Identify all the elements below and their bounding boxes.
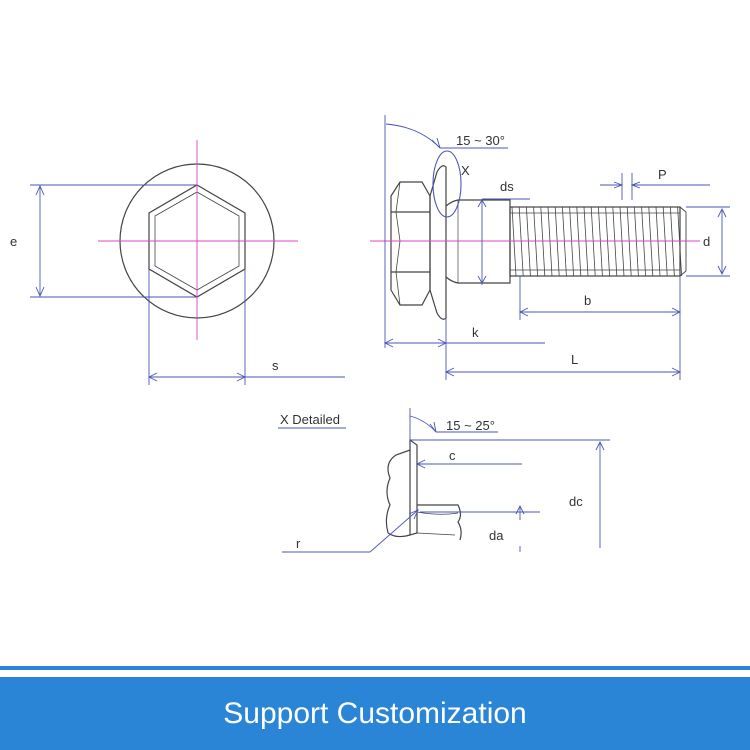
label-ds: ds xyxy=(500,179,514,194)
top-view-centerlines xyxy=(98,140,298,340)
label-da: da xyxy=(489,528,504,543)
top-view-dimensions xyxy=(30,184,345,385)
label-p: P xyxy=(658,167,667,182)
detail-x-dimensions xyxy=(278,408,610,553)
detail-x-marker xyxy=(432,150,462,218)
thread-line xyxy=(554,206,560,277)
thread-line xyxy=(576,206,582,277)
label-d: d xyxy=(703,234,710,249)
thread-line xyxy=(655,206,661,277)
support-banner: Support Customization xyxy=(0,677,750,750)
thread-line xyxy=(605,206,610,277)
label-angle-head: 15 ~ 30° xyxy=(456,133,505,148)
label-x-detailed: X Detailed xyxy=(280,412,340,427)
thread-line xyxy=(634,206,639,277)
shank-side xyxy=(445,199,511,284)
thread-line xyxy=(590,206,596,277)
thread-line xyxy=(526,206,531,277)
thread-line xyxy=(677,206,682,277)
thread-lines xyxy=(511,206,682,277)
hex-head-side xyxy=(390,181,431,306)
thread-line xyxy=(641,206,646,277)
thread-line xyxy=(662,206,668,277)
thread-line xyxy=(670,206,675,277)
thread-line xyxy=(562,206,567,277)
thread-line xyxy=(648,206,654,277)
label-b: b xyxy=(584,293,591,308)
label-dc: dc xyxy=(569,494,583,509)
thread-line xyxy=(569,206,574,277)
label-r: r xyxy=(296,536,301,551)
label-k: k xyxy=(472,325,479,340)
thread-line xyxy=(511,206,517,277)
thread-line xyxy=(626,206,632,277)
thread-line xyxy=(518,206,524,277)
flange-side xyxy=(429,165,447,320)
thread-line xyxy=(612,206,618,277)
thread-line xyxy=(583,206,589,277)
label-e: e xyxy=(10,234,17,249)
side-view xyxy=(390,165,687,320)
label-l: L xyxy=(571,352,578,367)
detail-x-view xyxy=(385,438,462,541)
thread-line xyxy=(533,206,538,277)
label-angle-detail: 15 ~ 25° xyxy=(446,418,495,433)
flange-bolt-technical-drawing: e s 15 ~ 30° X ds P d b k L X Detailed 1… xyxy=(10,115,730,553)
banner-text: Support Customization xyxy=(223,696,527,730)
label-x: X xyxy=(461,163,470,178)
thread-line xyxy=(619,206,625,277)
thread-line xyxy=(598,206,603,277)
thread-line xyxy=(547,206,553,277)
thread-line xyxy=(540,206,546,277)
label-s: s xyxy=(272,358,279,373)
banner-divider xyxy=(0,666,750,670)
side-view-dimensions xyxy=(383,115,730,380)
label-c: c xyxy=(449,448,456,463)
